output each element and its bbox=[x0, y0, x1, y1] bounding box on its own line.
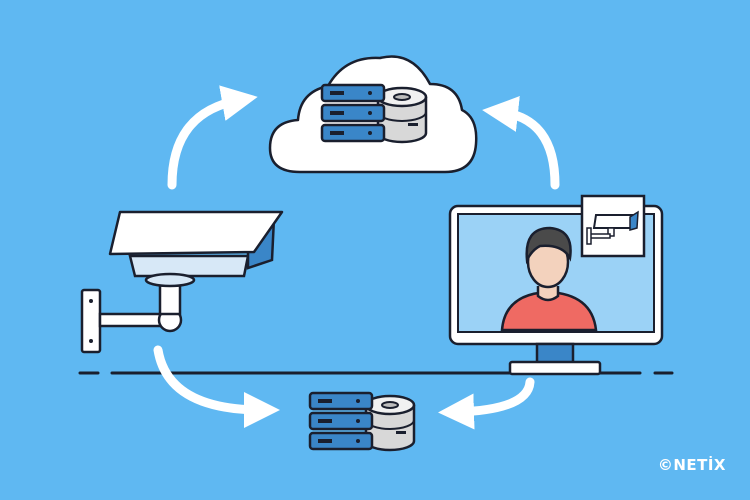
brand-watermark: ©NETİX bbox=[657, 456, 726, 474]
server-rack-icon bbox=[310, 393, 414, 450]
security-camera-icon bbox=[586, 210, 639, 245]
person-icon bbox=[500, 226, 598, 332]
flow-arrow-icon bbox=[153, 85, 560, 430]
server-rack-icon bbox=[322, 85, 426, 142]
camera-feed-thumbnail bbox=[580, 194, 646, 258]
security-camera-icon bbox=[80, 210, 284, 354]
